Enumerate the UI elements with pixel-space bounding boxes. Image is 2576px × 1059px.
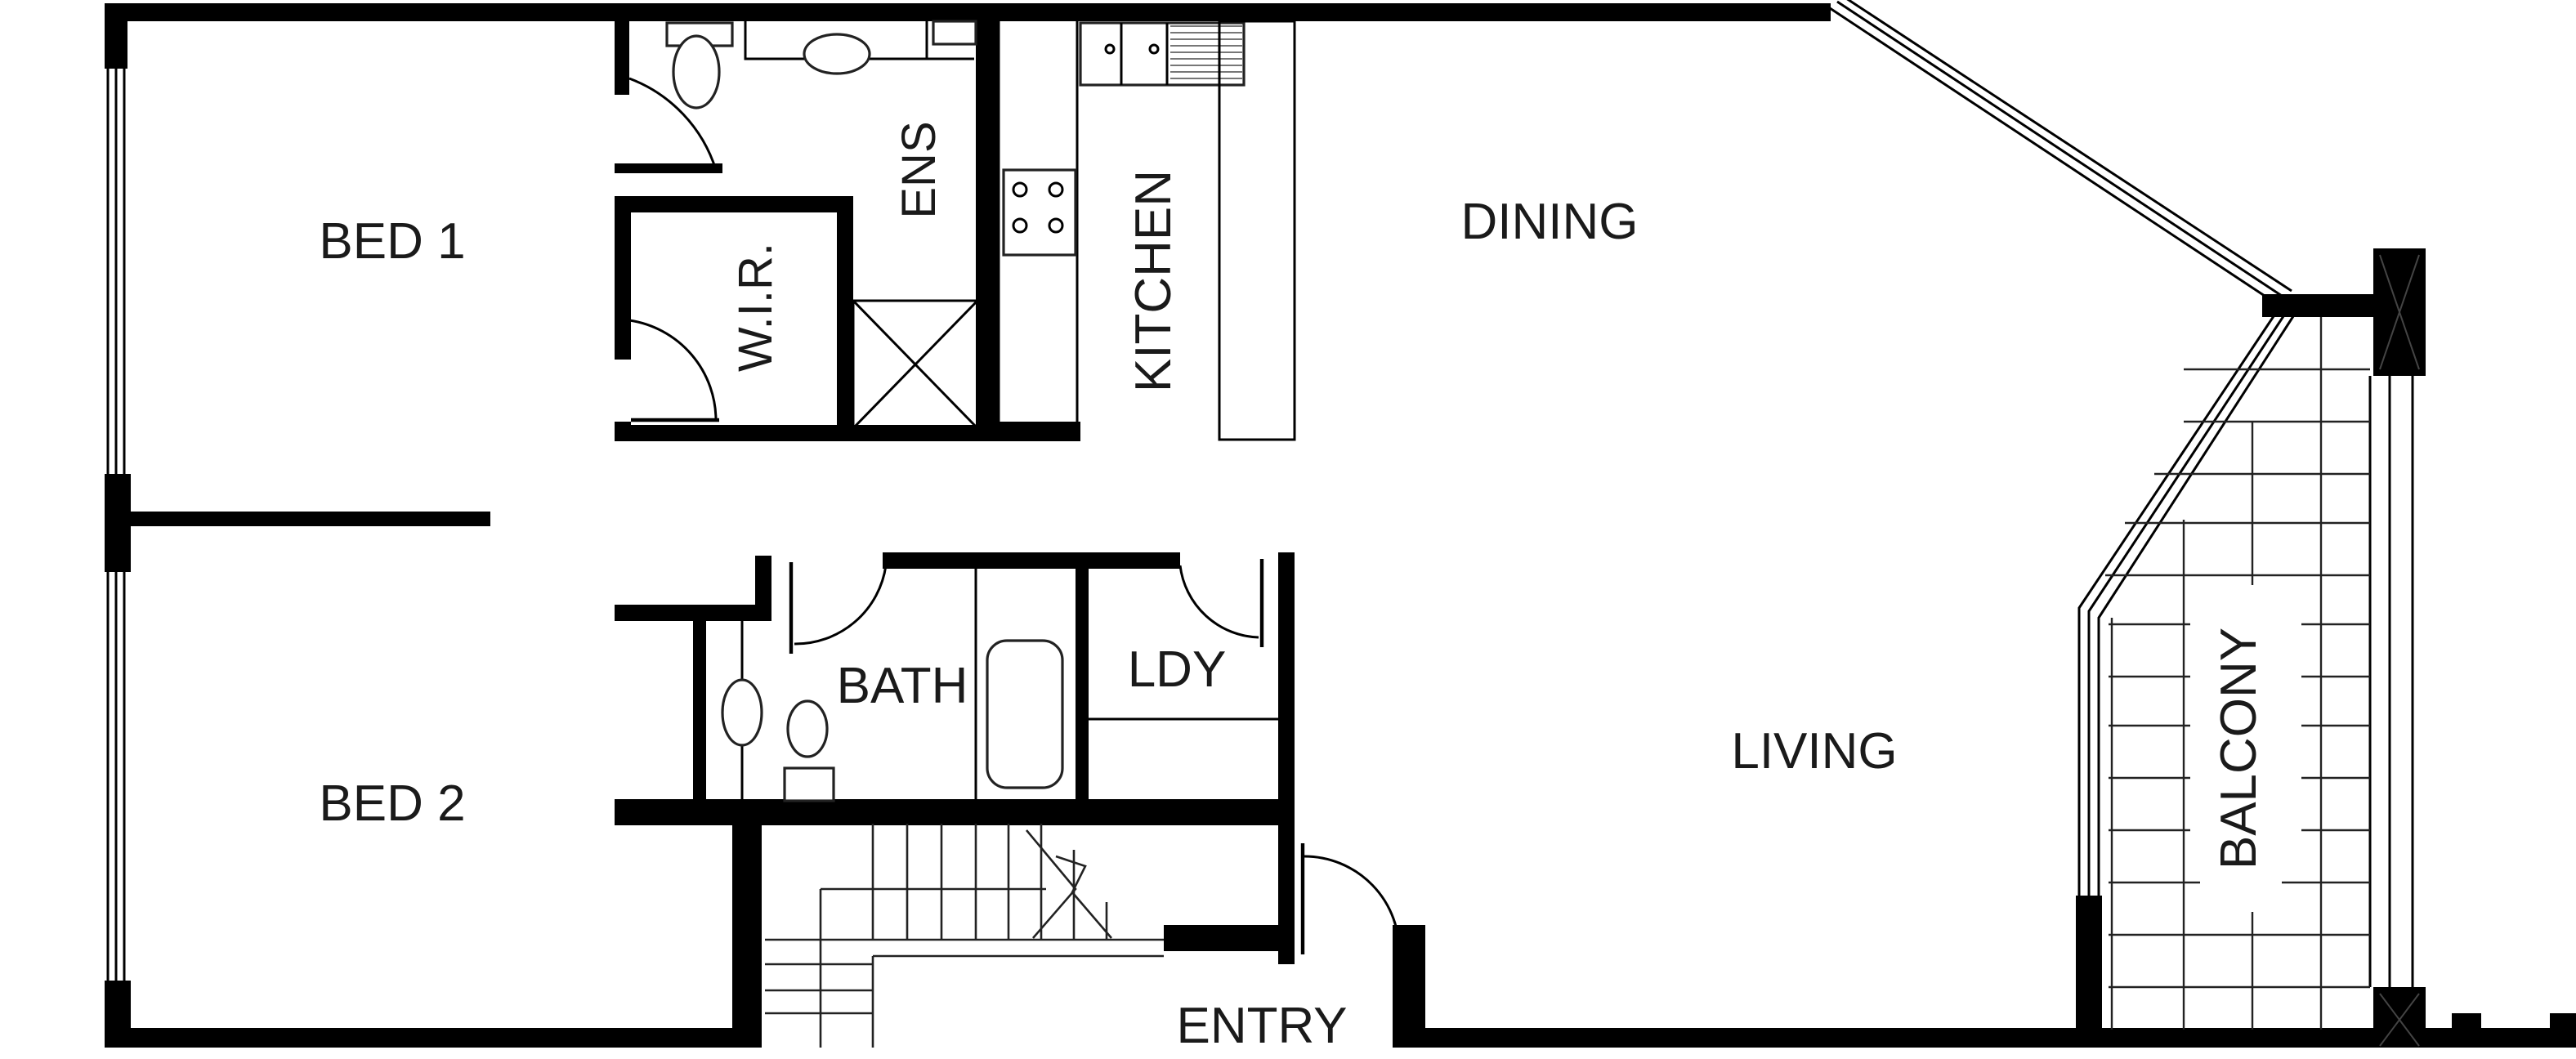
label-balcony: BALCONY <box>2211 628 2267 869</box>
bath-door <box>794 565 888 646</box>
window-dining-angled <box>1827 0 2292 302</box>
basin-icon <box>721 678 763 747</box>
bathtub-icon <box>986 639 1064 789</box>
window-living-balcony <box>2077 313 2296 896</box>
window-bed2 <box>106 572 126 981</box>
room-labels: BED 1 W.I.R. ENS KITCHEN DINING BED 2 BA… <box>319 121 2267 1054</box>
label-kitchen: KITCHEN <box>1125 170 1182 392</box>
label-wir: W.I.R. <box>729 243 782 372</box>
column <box>2373 248 2426 376</box>
wir-door <box>628 319 718 422</box>
laundry-door <box>1178 565 1259 639</box>
vanity-counter <box>744 21 974 60</box>
label-living: LIVING <box>1731 723 1897 780</box>
kitchen-island <box>1218 20 1296 441</box>
exterior-walls <box>105 3 2576 1048</box>
label-bed2: BED 2 <box>319 775 465 832</box>
label-ldy: LDY <box>1128 641 1227 698</box>
label-dining: DINING <box>1461 194 1639 250</box>
column-bottom <box>2373 987 2576 1047</box>
label-bed1: BED 1 <box>319 213 465 270</box>
ensuite-door <box>628 77 718 171</box>
kitchen-fixtures <box>997 20 1296 441</box>
bedroom-partition-wall <box>127 512 490 526</box>
bath-laundry-walls <box>615 552 1295 1048</box>
label-ens: ENS <box>892 121 946 218</box>
shower-icon <box>852 299 979 430</box>
window-bed1 <box>106 69 126 474</box>
staircase <box>765 824 1164 1048</box>
entry-door <box>1304 855 1401 955</box>
toilet-icon <box>786 699 829 758</box>
cooktop-icon <box>1002 168 1077 257</box>
label-bath: BATH <box>837 658 968 714</box>
basin-icon <box>803 33 871 75</box>
label-entry: ENTRY <box>1176 998 1347 1054</box>
balcony-tiles <box>2105 317 2370 1030</box>
